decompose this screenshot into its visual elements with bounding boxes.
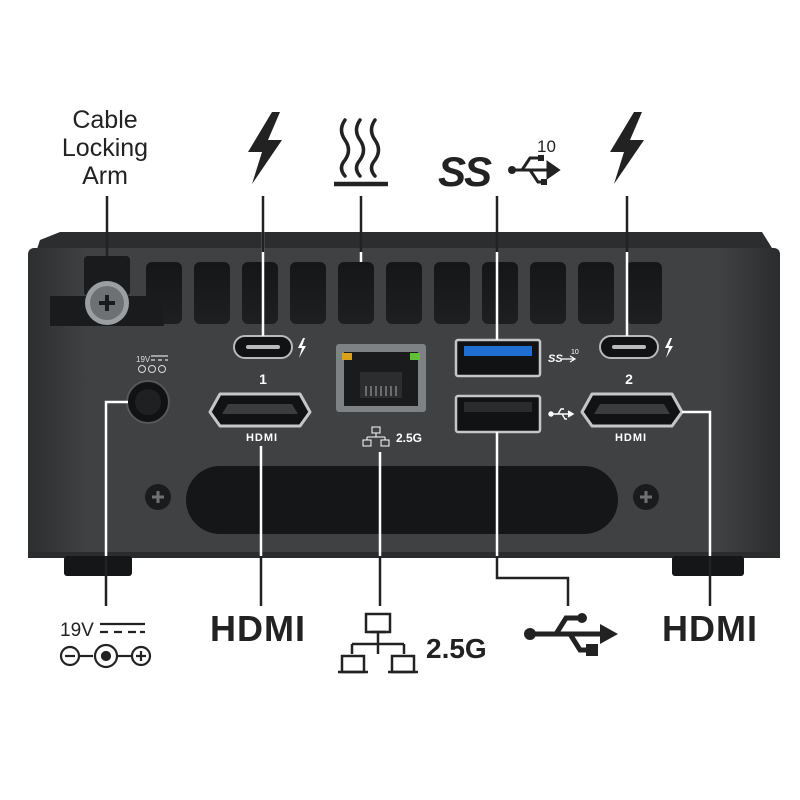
thunderbolt-icon-left xyxy=(248,112,282,184)
chassis-bottom-edge xyxy=(28,552,780,558)
ss-logo-small: SS xyxy=(548,353,563,365)
usb-ss-square xyxy=(538,155,544,161)
hdmi-port-2-tongue xyxy=(594,404,670,414)
rubber-foot-right xyxy=(672,556,744,576)
hdmi-port-1-tongue xyxy=(222,404,298,414)
lan-led-green xyxy=(410,353,420,360)
lan-led-amber xyxy=(342,353,352,360)
rubber-foot-left xyxy=(64,556,132,576)
callout-line-usb xyxy=(495,556,570,606)
vent-slot xyxy=(530,262,566,324)
hdmi-logo-large-right: HDMI xyxy=(662,608,758,649)
usb-ss-rate-small: 10 xyxy=(571,349,579,356)
dc-jack-inner xyxy=(135,389,161,415)
chassis-top-edge xyxy=(36,232,772,252)
thunderbolt-small-icon-1 xyxy=(298,338,306,358)
thunderbolt-small-icon-2 xyxy=(665,338,673,358)
dc-polarity-center-icon xyxy=(148,365,156,373)
expansion-cover xyxy=(145,466,659,534)
thunderbolt-icon-right xyxy=(610,112,644,184)
vent-slot xyxy=(386,262,422,324)
dc-jack: 19V xyxy=(126,355,170,424)
cable-lock-label-line-3: Arm xyxy=(82,162,128,190)
cable-locking-arm xyxy=(50,256,164,326)
usb-c-tongue-2 xyxy=(612,345,646,349)
hdmi-port-2-group: HDMI xyxy=(580,392,684,444)
cable-lock-label-line-1: Cable xyxy=(72,106,138,134)
usb-a-standard-port[interactable] xyxy=(454,394,542,434)
dc-rating-small: 19V xyxy=(136,355,151,364)
usb-ss-square-2 xyxy=(541,179,547,185)
cover-screw-left-cross-icon xyxy=(152,491,164,503)
usb-superspeed-logo: SS 10 xyxy=(438,137,561,195)
vent-slot xyxy=(338,262,374,324)
dc-symbol-large-icon xyxy=(59,622,152,669)
lan-port-pins xyxy=(365,386,397,396)
dc-polarity-plus-icon xyxy=(158,365,166,373)
callout-line-hdmi2-inner xyxy=(682,410,712,556)
hdmi-logo-small-2: HDMI xyxy=(615,432,647,444)
lock-screw-cross-icon xyxy=(99,295,115,311)
network-large-icon xyxy=(338,612,418,674)
hdmi-logo-large-left: HDMI xyxy=(210,608,306,649)
dc-rating-large: 19V xyxy=(60,620,94,641)
callout-lines xyxy=(104,196,712,606)
vent-slot xyxy=(434,262,470,324)
lan-speed-large: 2.5G xyxy=(426,633,487,664)
bottom-callouts: 19V HDMI 2.5G xyxy=(59,608,758,674)
usb-a-superspeed-port[interactable] xyxy=(454,338,542,378)
network-small-icon xyxy=(362,426,390,447)
usb-c-tongue-1 xyxy=(246,345,280,349)
usb-ss-origin-dot xyxy=(508,166,516,174)
port-number-2: 2 xyxy=(625,371,633,387)
hdmi-port-1-group: HDMI xyxy=(208,392,312,444)
hdmi-logo-small-1: HDMI xyxy=(246,432,278,444)
vent-grille xyxy=(146,262,662,324)
heat-exhaust-icon xyxy=(334,118,388,187)
dc-symbol-small-icon xyxy=(151,355,168,361)
cover-screw-right-cross-icon xyxy=(640,491,652,503)
expansion-cover-slot xyxy=(186,466,618,534)
cable-lock-label: Cable Locking Arm xyxy=(40,106,170,190)
usb-large-icon xyxy=(524,613,618,656)
lan-speed-small: 2.5G xyxy=(396,431,422,445)
vent-slot xyxy=(482,262,518,324)
usb-small-icon xyxy=(548,408,575,420)
usb-small-arrow-icon xyxy=(562,355,577,363)
usb-a-blue-tongue xyxy=(464,346,532,356)
lan-port-group: 2.5G xyxy=(336,344,426,447)
cable-lock-label-line-2: Locking xyxy=(61,134,149,162)
vent-slot xyxy=(242,262,278,324)
vent-slot xyxy=(290,262,326,324)
top-callouts: SS 10 xyxy=(248,112,644,195)
ss-logo-large: SS xyxy=(438,148,492,195)
dc-polarity-minus-icon xyxy=(138,365,146,373)
vent-slot xyxy=(626,262,662,324)
vent-slot xyxy=(578,262,614,324)
usb-ss-rate-large: 10 xyxy=(537,137,556,156)
callout-line-dc-inner xyxy=(104,400,128,556)
usb-a-black-tongue xyxy=(464,402,532,412)
port-number-1: 1 xyxy=(259,371,267,387)
thunderbolt-port-2: 2 xyxy=(599,335,673,387)
vent-slot xyxy=(194,262,230,324)
